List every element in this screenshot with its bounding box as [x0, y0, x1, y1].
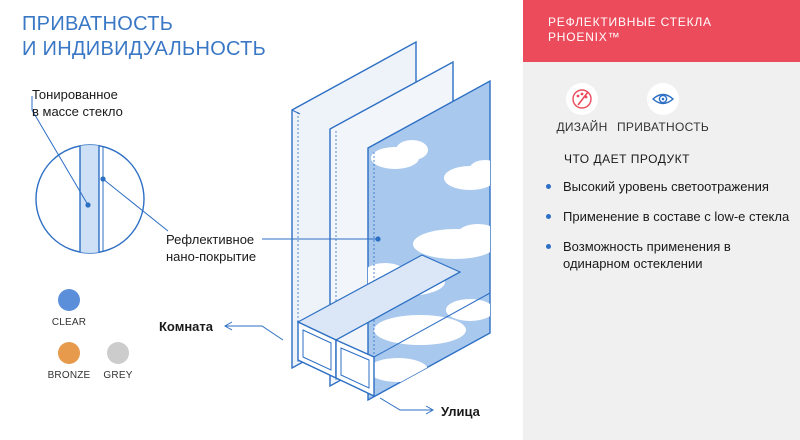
- benefits-list: Высокий уровень светоотражения Применени…: [545, 178, 790, 285]
- swatch-label-bronze: BRONZE: [47, 370, 91, 381]
- list-item: Применение в составе с low-e стекла: [545, 208, 790, 225]
- benefit-text: Применение в составе с low-e стекла: [563, 209, 790, 224]
- benefit-text: Возможность применения в одинарном остек…: [563, 239, 731, 271]
- label-tinted-glass: Тонированное в массе стекло: [32, 86, 123, 120]
- label-tinted-line-2: в массе стекло: [32, 104, 123, 119]
- product-panel: РЕФЛЕКТИВНЫЕ СТЕКЛА PHOENIX™ ДИЗАЙН ПРИВ…: [523, 0, 800, 440]
- swatch-label-clear: CLEAR: [51, 317, 87, 328]
- section-title: ЧТО ДАЕТ ПРОДУКТ: [564, 152, 690, 166]
- label-nano-line-2: нано-покрытие: [166, 249, 257, 264]
- panel-header-text: РЕФЛЕКТИВНЫЕ СТЕКЛА PHOENIX™: [548, 15, 712, 45]
- feature-design: ДИЗАЙН: [532, 83, 632, 134]
- feature-privacy-label: ПРИВАТНОСТЬ: [616, 120, 710, 134]
- panel-header: РЕФЛЕКТИВНЫЕ СТЕКЛА PHOENIX™: [523, 0, 800, 62]
- spacer-frame: [296, 254, 491, 398]
- glass-unit-diagram: Тонированное в массе стекло Рефлективное…: [31, 40, 491, 419]
- panel-header-line-1: РЕФЛЕКТИВНЫЕ СТЕКЛА: [548, 15, 712, 29]
- bullet-icon: [546, 214, 551, 219]
- label-nano-coating: Рефлективное нано-покрытие: [166, 231, 256, 265]
- eye-icon: [647, 83, 679, 115]
- glass-diagram-svg: [31, 40, 491, 415]
- title-line-1: ПРИВАТНОСТЬ: [22, 13, 174, 35]
- panel-header-line-2: PHOENIX™: [548, 30, 621, 44]
- direction-arrows: [223, 321, 435, 415]
- page-title: ПРИВАТНОСТЬ И ИНДИВИДУАЛЬНОСТЬ: [22, 12, 266, 62]
- feature-design-label: ДИЗАЙН: [556, 120, 608, 134]
- label-street: Улица: [441, 404, 480, 419]
- color-swatch-clear: [58, 289, 80, 311]
- benefit-text: Высокий уровень светоотражения: [563, 179, 769, 194]
- label-nano-line-1: Рефлективное: [166, 232, 255, 247]
- bullet-icon: [546, 184, 551, 189]
- list-item: Высокий уровень светоотражения: [545, 178, 790, 195]
- label-tinted-line-1: Тонированное: [32, 87, 118, 102]
- list-item: Возможность применения в одинарном остек…: [545, 238, 790, 272]
- bullet-icon: [546, 244, 551, 249]
- title-line-2: И ИНДИВИДУАЛЬНОСТЬ: [22, 38, 267, 60]
- leader-lines: [31, 96, 381, 242]
- swatch-label-grey: GREY: [103, 370, 133, 381]
- glass-cross-section-zoom: [35, 144, 145, 254]
- color-swatch-grey: [107, 342, 129, 364]
- label-room: Комната: [159, 319, 213, 334]
- color-swatch-bronze: [58, 342, 80, 364]
- design-palette-icon: [566, 83, 598, 115]
- feature-privacy: ПРИВАТНОСТЬ: [613, 83, 713, 134]
